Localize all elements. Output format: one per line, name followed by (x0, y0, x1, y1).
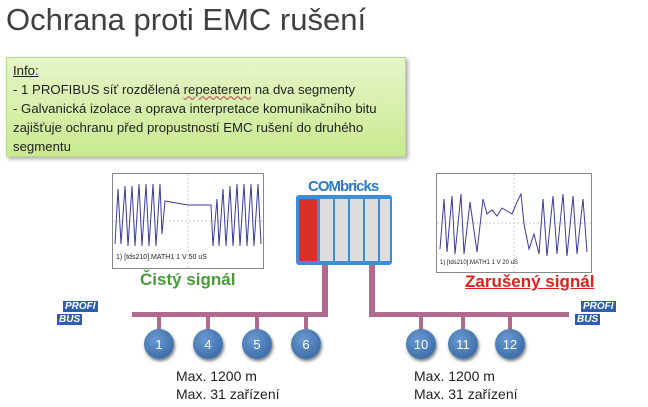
profibus-text: BUS (57, 314, 83, 325)
bus-riser-left (322, 265, 328, 317)
repeater-module (320, 199, 333, 261)
info-text: na dva segmenty (251, 82, 356, 97)
noisy-signal-text: Zarušený signál (465, 272, 595, 291)
bus-stub (419, 316, 423, 340)
repeater-module (365, 199, 378, 261)
bus-stub (461, 316, 465, 340)
clean-waveform (113, 174, 263, 268)
node-6: 6 (291, 329, 321, 359)
repeater-module (350, 199, 363, 261)
max-devices: Max. 31 zařízení (414, 386, 518, 402)
profibus-logo-left: PROFI BUS (57, 300, 99, 326)
max-length: Max. 1200 m (176, 368, 257, 384)
profibus-logo-right: PROFI BUS (575, 300, 617, 326)
bus-stub (304, 316, 308, 340)
bus-segment-right (369, 312, 569, 317)
bus-stub (255, 316, 259, 340)
info-box: Info: - 1 PROFIBUS síť rozdělená repeate… (6, 57, 406, 157)
bus-stub (508, 316, 512, 340)
noisy-signal-label: Zarušený signál (465, 272, 594, 292)
noisy-waveform (437, 174, 591, 272)
info-heading: Info: (13, 63, 39, 78)
clean-signal-oscilloscope: 1) [tds210].MATH1 1 V 50 uS (112, 173, 264, 269)
info-text: - 1 PROFIBUS síť rozdělená (13, 82, 184, 97)
power-module (299, 199, 317, 261)
noisy-signal-oscilloscope: 1) [tds210].MATH1 1 V 20 uS (436, 173, 592, 273)
node-1: 1 (144, 329, 174, 359)
info-line-1: - 1 PROFIBUS síť rozdělená repeaterem na… (13, 80, 399, 99)
repeater-device (296, 195, 392, 265)
bus-segment-left (132, 312, 328, 317)
max-devices: Max. 31 zařízení (176, 386, 280, 402)
repeater-module (335, 199, 348, 261)
node-10: 10 (406, 329, 436, 359)
info-text: repeaterem (183, 82, 252, 97)
node-11: 11 (448, 329, 478, 359)
bus-stub (157, 316, 161, 340)
clean-signal-label: Čistý signál (140, 270, 236, 289)
bus-riser-right (369, 265, 375, 317)
node-5: 5 (242, 329, 272, 359)
node-12: 12 (495, 329, 525, 359)
profibus-text: BUS (575, 314, 601, 325)
repeater-module (380, 199, 390, 261)
bus-stub (206, 316, 210, 340)
slide-title: Ochrana proti EMC rušení (6, 2, 367, 37)
scope-caption: 1) [tds210].MATH1 1 V 50 uS (116, 254, 207, 261)
profibus-text: PROFI (63, 301, 98, 312)
profibus-text: PROFI (581, 301, 616, 312)
segment-right-specs: Max. 1200 m Max. 31 zařízení (414, 367, 518, 403)
segment-left-specs: Max. 1200 m Max. 31 zařízení (176, 367, 280, 403)
info-line-2: - Galvanická izolace a oprava interpreta… (13, 101, 377, 154)
node-4: 4 (193, 329, 223, 359)
combricks-logo: COMbricks (308, 178, 379, 195)
max-length: Max. 1200 m (414, 368, 495, 384)
scope-caption: 1) [tds210].MATH1 1 V 20 uS (440, 260, 518, 266)
